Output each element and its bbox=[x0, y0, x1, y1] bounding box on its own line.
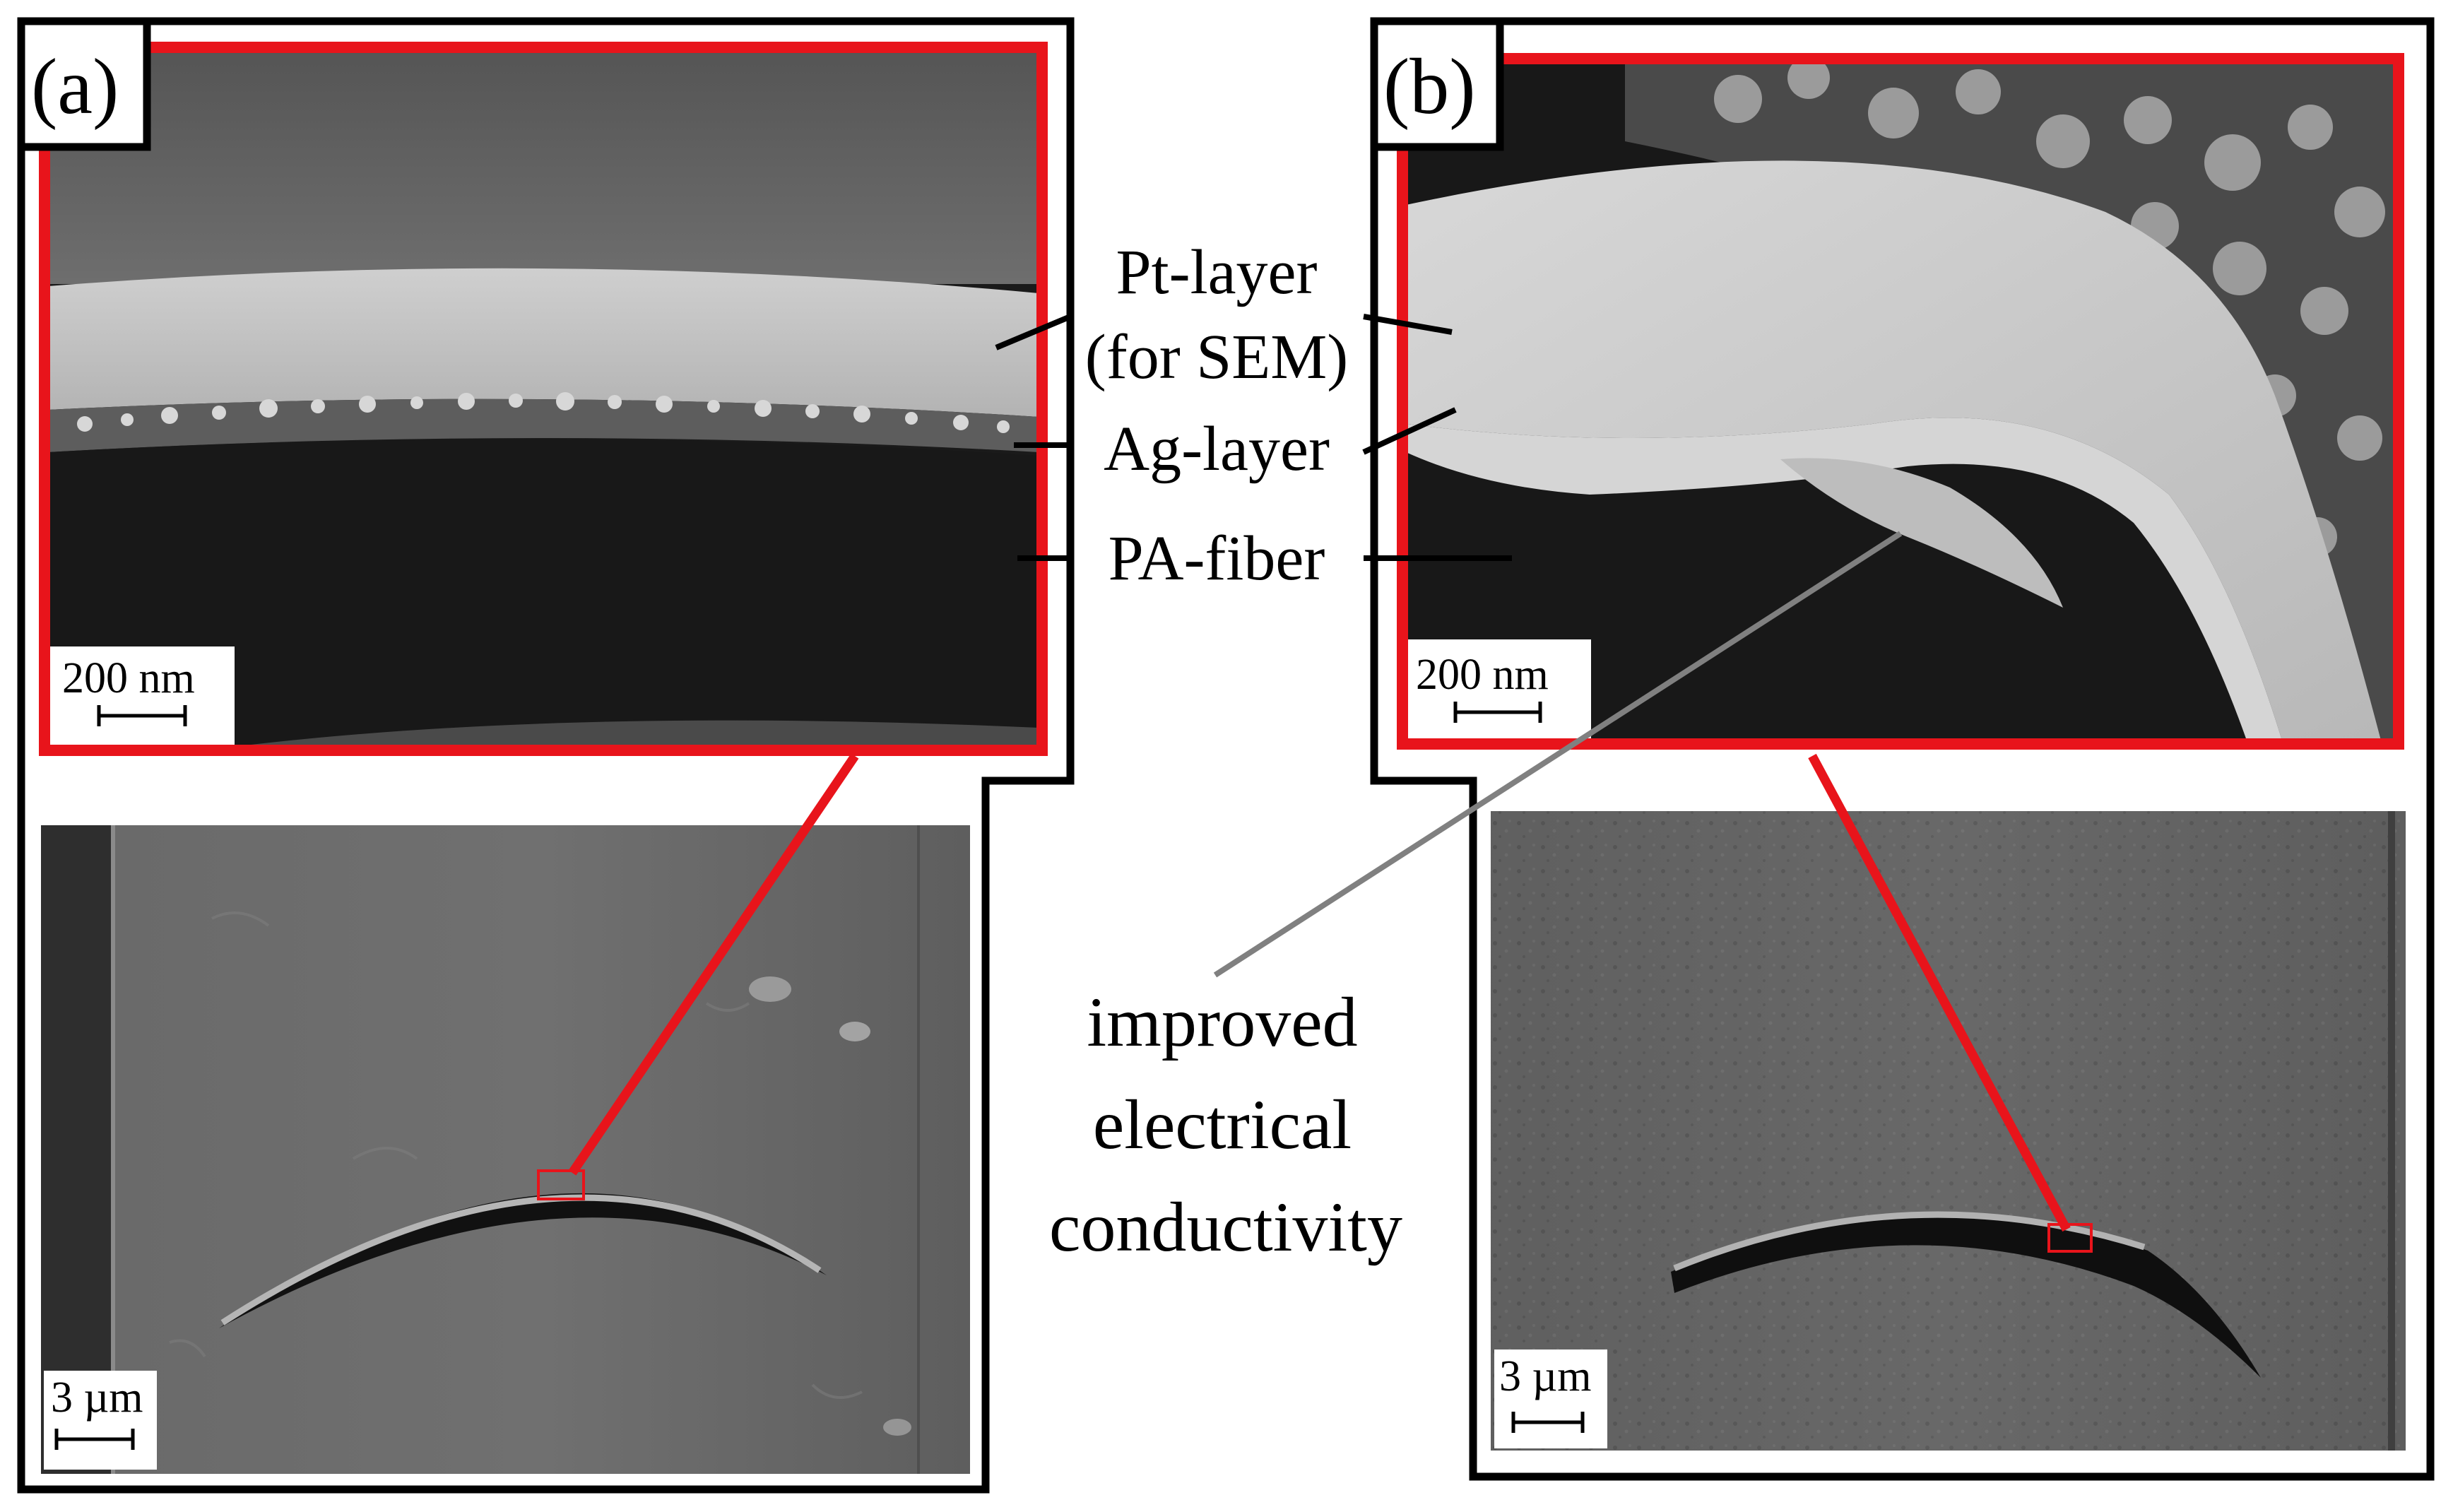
panel-a-zoom-scale-text: 200 nm bbox=[62, 654, 195, 702]
panel-a-outline bbox=[17, 17, 1075, 1494]
annotation-line-1: improved bbox=[1087, 983, 1357, 1061]
panel-b-zoom-frame bbox=[1397, 53, 2404, 750]
panel-b-overview-image: 3 µm bbox=[1491, 811, 2406, 1451]
conductivity-pointer bbox=[1213, 531, 1903, 978]
conductivity-annotation: improved electrical conductivity bbox=[1049, 531, 1903, 1266]
layer-labels: Pt-layer (for SEM) Ag-layer PA-fiber bbox=[995, 237, 1512, 593]
panel-b-improved-region bbox=[1780, 458, 2063, 608]
panel-b-zoom-image: 200 nm bbox=[1406, 57, 2395, 740]
panel-b-overview-scale-bar bbox=[1511, 1412, 1585, 1433]
panel-a-zoom-frame bbox=[39, 42, 1048, 756]
pt-leader-right bbox=[1363, 314, 1453, 335]
annotation-line-3: conductivity bbox=[1049, 1188, 1402, 1266]
panel-a-overview-scale-bar bbox=[54, 1429, 135, 1450]
panel-a-ag-grains bbox=[77, 392, 1010, 433]
panel-a-overview-scale-text: 3 µm bbox=[51, 1374, 143, 1422]
panel-b-zoom-scale-bar bbox=[1453, 702, 1542, 723]
panel-b-overview-scale-text: 3 µm bbox=[1499, 1352, 1591, 1400]
pt-layer-sublabel: (for SEM) bbox=[1085, 322, 1348, 392]
panel-b-zoom-connector bbox=[1808, 753, 2071, 1232]
panel-a-label: (a) bbox=[31, 43, 119, 131]
annotation-line-2: electrical bbox=[1093, 1085, 1352, 1164]
panel-a-zoom-image: 200 nm bbox=[48, 51, 1039, 747]
ag-layer-label: Ag-layer bbox=[1104, 414, 1330, 484]
panel-b: 3 µm 200 nm bbox=[1370, 17, 2435, 1481]
pt-leader-left bbox=[995, 314, 1072, 350]
ag-leader-right bbox=[1362, 407, 1457, 455]
pa-fiber-label: PA-fiber bbox=[1109, 524, 1325, 593]
pt-layer-label: Pt-layer bbox=[1116, 237, 1318, 307]
panel-b-label: (b) bbox=[1383, 43, 1476, 131]
panel-b-outline bbox=[1370, 17, 2435, 1481]
panel-a-zoom-scale-bar bbox=[97, 705, 187, 726]
panel-a-zoom-marker bbox=[537, 1169, 585, 1200]
panel-a-overview-image: 3 µm bbox=[41, 825, 970, 1474]
panel-a-zoom-connector bbox=[568, 753, 859, 1176]
panel-b-zoom-marker bbox=[2047, 1223, 2093, 1253]
panel-a: 3 µm 200 nm bbox=[17, 17, 1075, 1494]
panel-b-zoom-scale-text: 200 nm bbox=[1416, 651, 1549, 699]
